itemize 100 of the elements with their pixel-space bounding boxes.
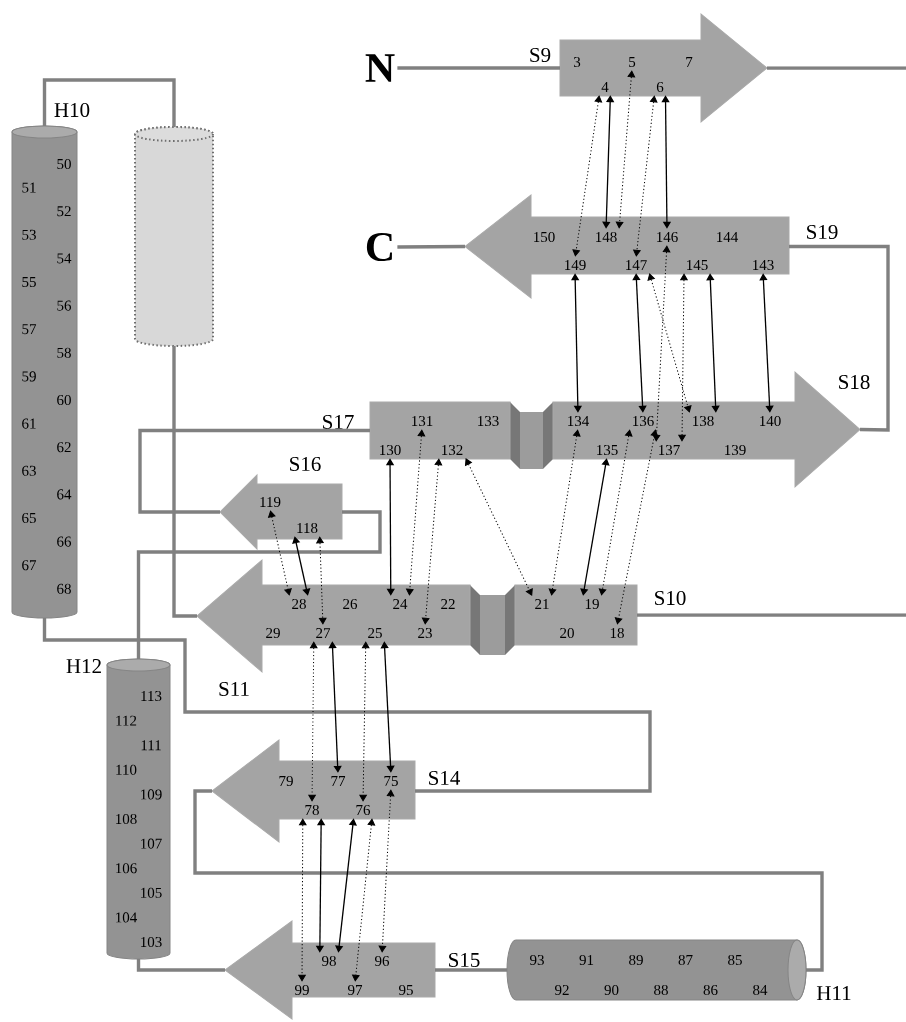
residue-number: 64 — [57, 489, 72, 500]
contact-arrow — [615, 70, 636, 229]
residue-number: 58 — [57, 347, 71, 358]
residue-number: 55 — [22, 277, 36, 287]
chain-line — [397, 66, 560, 70]
residue-number: 133 — [478, 415, 499, 427]
residue-number: 140 — [760, 415, 781, 427]
chain-line — [397, 244, 465, 249]
residue-number: 52 — [57, 206, 71, 217]
residue-number: 150 — [534, 231, 555, 243]
residue-number: 136 — [633, 415, 654, 427]
residue-number: 132 — [442, 444, 463, 456]
contact-arrow — [678, 273, 688, 442]
chain-line — [42, 618, 652, 793]
residue-number: 50 — [57, 158, 71, 170]
contact-arrow — [571, 273, 582, 413]
terminus-label: C — [366, 232, 392, 262]
contact-arrow — [316, 536, 327, 625]
residue-number: 4 — [601, 82, 609, 92]
residue-number: 149 — [565, 259, 586, 271]
contact-arrow — [380, 641, 395, 773]
chain-line — [136, 959, 225, 972]
residue-number: 105 — [141, 887, 162, 898]
chain-line — [767, 66, 906, 70]
helix-label: H11 — [816, 986, 851, 1000]
residue-number: 92 — [555, 984, 569, 996]
residue-number: 143 — [753, 259, 774, 271]
residue-number: 23 — [418, 627, 432, 639]
residue-number: 138 — [693, 415, 714, 427]
contact-arrow — [268, 510, 292, 596]
contact-arrow — [385, 458, 395, 596]
contact-arrow — [298, 818, 307, 982]
contact-arrow — [292, 536, 311, 596]
residue-number: 99 — [295, 984, 309, 996]
residue-number: 65 — [22, 512, 36, 524]
chain-line — [193, 789, 824, 972]
contact-arrow — [406, 429, 426, 596]
residue-number: 130 — [380, 444, 401, 456]
residue-number: 62 — [57, 442, 71, 453]
residue-number: 98 — [322, 955, 336, 967]
strand-label: S16 — [290, 456, 321, 472]
residue-number: 26 — [343, 598, 358, 610]
residue-number: 18 — [610, 627, 624, 639]
residue-number: 54 — [57, 253, 72, 264]
contact-arrow — [378, 789, 395, 953]
residue-number: 27 — [316, 628, 331, 638]
residue-number: 144 — [717, 232, 738, 242]
contact-arrow — [359, 641, 370, 802]
residue-number: 51 — [22, 182, 36, 193]
contact-arrow — [421, 458, 443, 625]
strand-label: S10 — [655, 590, 686, 606]
residue-number: 25 — [368, 627, 382, 639]
residue-number: 118 — [297, 522, 318, 534]
residue-number: 131 — [412, 415, 433, 427]
residue-number: 77 — [331, 776, 346, 786]
chain-line — [637, 613, 906, 617]
contact-arrow — [614, 429, 659, 625]
strand-label: S19 — [807, 224, 838, 240]
residue-number: 135 — [597, 444, 618, 456]
residue-number: 134 — [568, 415, 589, 427]
contact-arrow — [759, 273, 774, 413]
residue-number: 20 — [560, 627, 574, 639]
residue-number: 76 — [356, 804, 371, 816]
residue-number: 79 — [279, 775, 293, 787]
residue-number: 147 — [626, 260, 647, 270]
residue-number: 148 — [596, 231, 617, 243]
residue-number: 113 — [141, 690, 162, 702]
residue-number: 97 — [348, 984, 363, 996]
helix-label: H10 — [54, 102, 90, 118]
strand-label: S9 — [530, 47, 551, 63]
chain-line — [435, 968, 507, 972]
contact-arrow — [572, 95, 603, 257]
chain-line — [42, 78, 176, 127]
contact-arrow — [352, 818, 376, 982]
residue-number: 5 — [629, 57, 636, 67]
contact-arrow — [652, 245, 671, 442]
chain-line — [789, 244, 890, 432]
helix-label: H12 — [66, 659, 101, 673]
residue-number: 67 — [22, 560, 37, 571]
contact-arrow — [706, 273, 720, 413]
residue-number: 112 — [116, 715, 137, 726]
contact-arrow — [661, 95, 672, 229]
contact-arrow — [328, 641, 342, 773]
contact-arrow — [647, 273, 692, 413]
residue-number: 84 — [753, 984, 768, 996]
residue-number: 53 — [22, 229, 36, 240]
residue-number: 61 — [22, 418, 36, 429]
chain-line — [136, 510, 382, 659]
residue-number: 90 — [604, 984, 619, 996]
residue-number: 75 — [384, 776, 398, 786]
residue-number: 95 — [399, 984, 413, 996]
contact-arrow — [335, 818, 357, 953]
residue-number: 146 — [657, 231, 678, 243]
residue-number: 19 — [585, 598, 599, 610]
residue-number: 139 — [725, 444, 746, 456]
residue-number: 60 — [57, 394, 71, 406]
residue-number: 107 — [141, 838, 162, 849]
residue-number: 111 — [141, 740, 161, 751]
contact-arrow — [632, 273, 647, 413]
contact-arrow — [548, 429, 581, 596]
